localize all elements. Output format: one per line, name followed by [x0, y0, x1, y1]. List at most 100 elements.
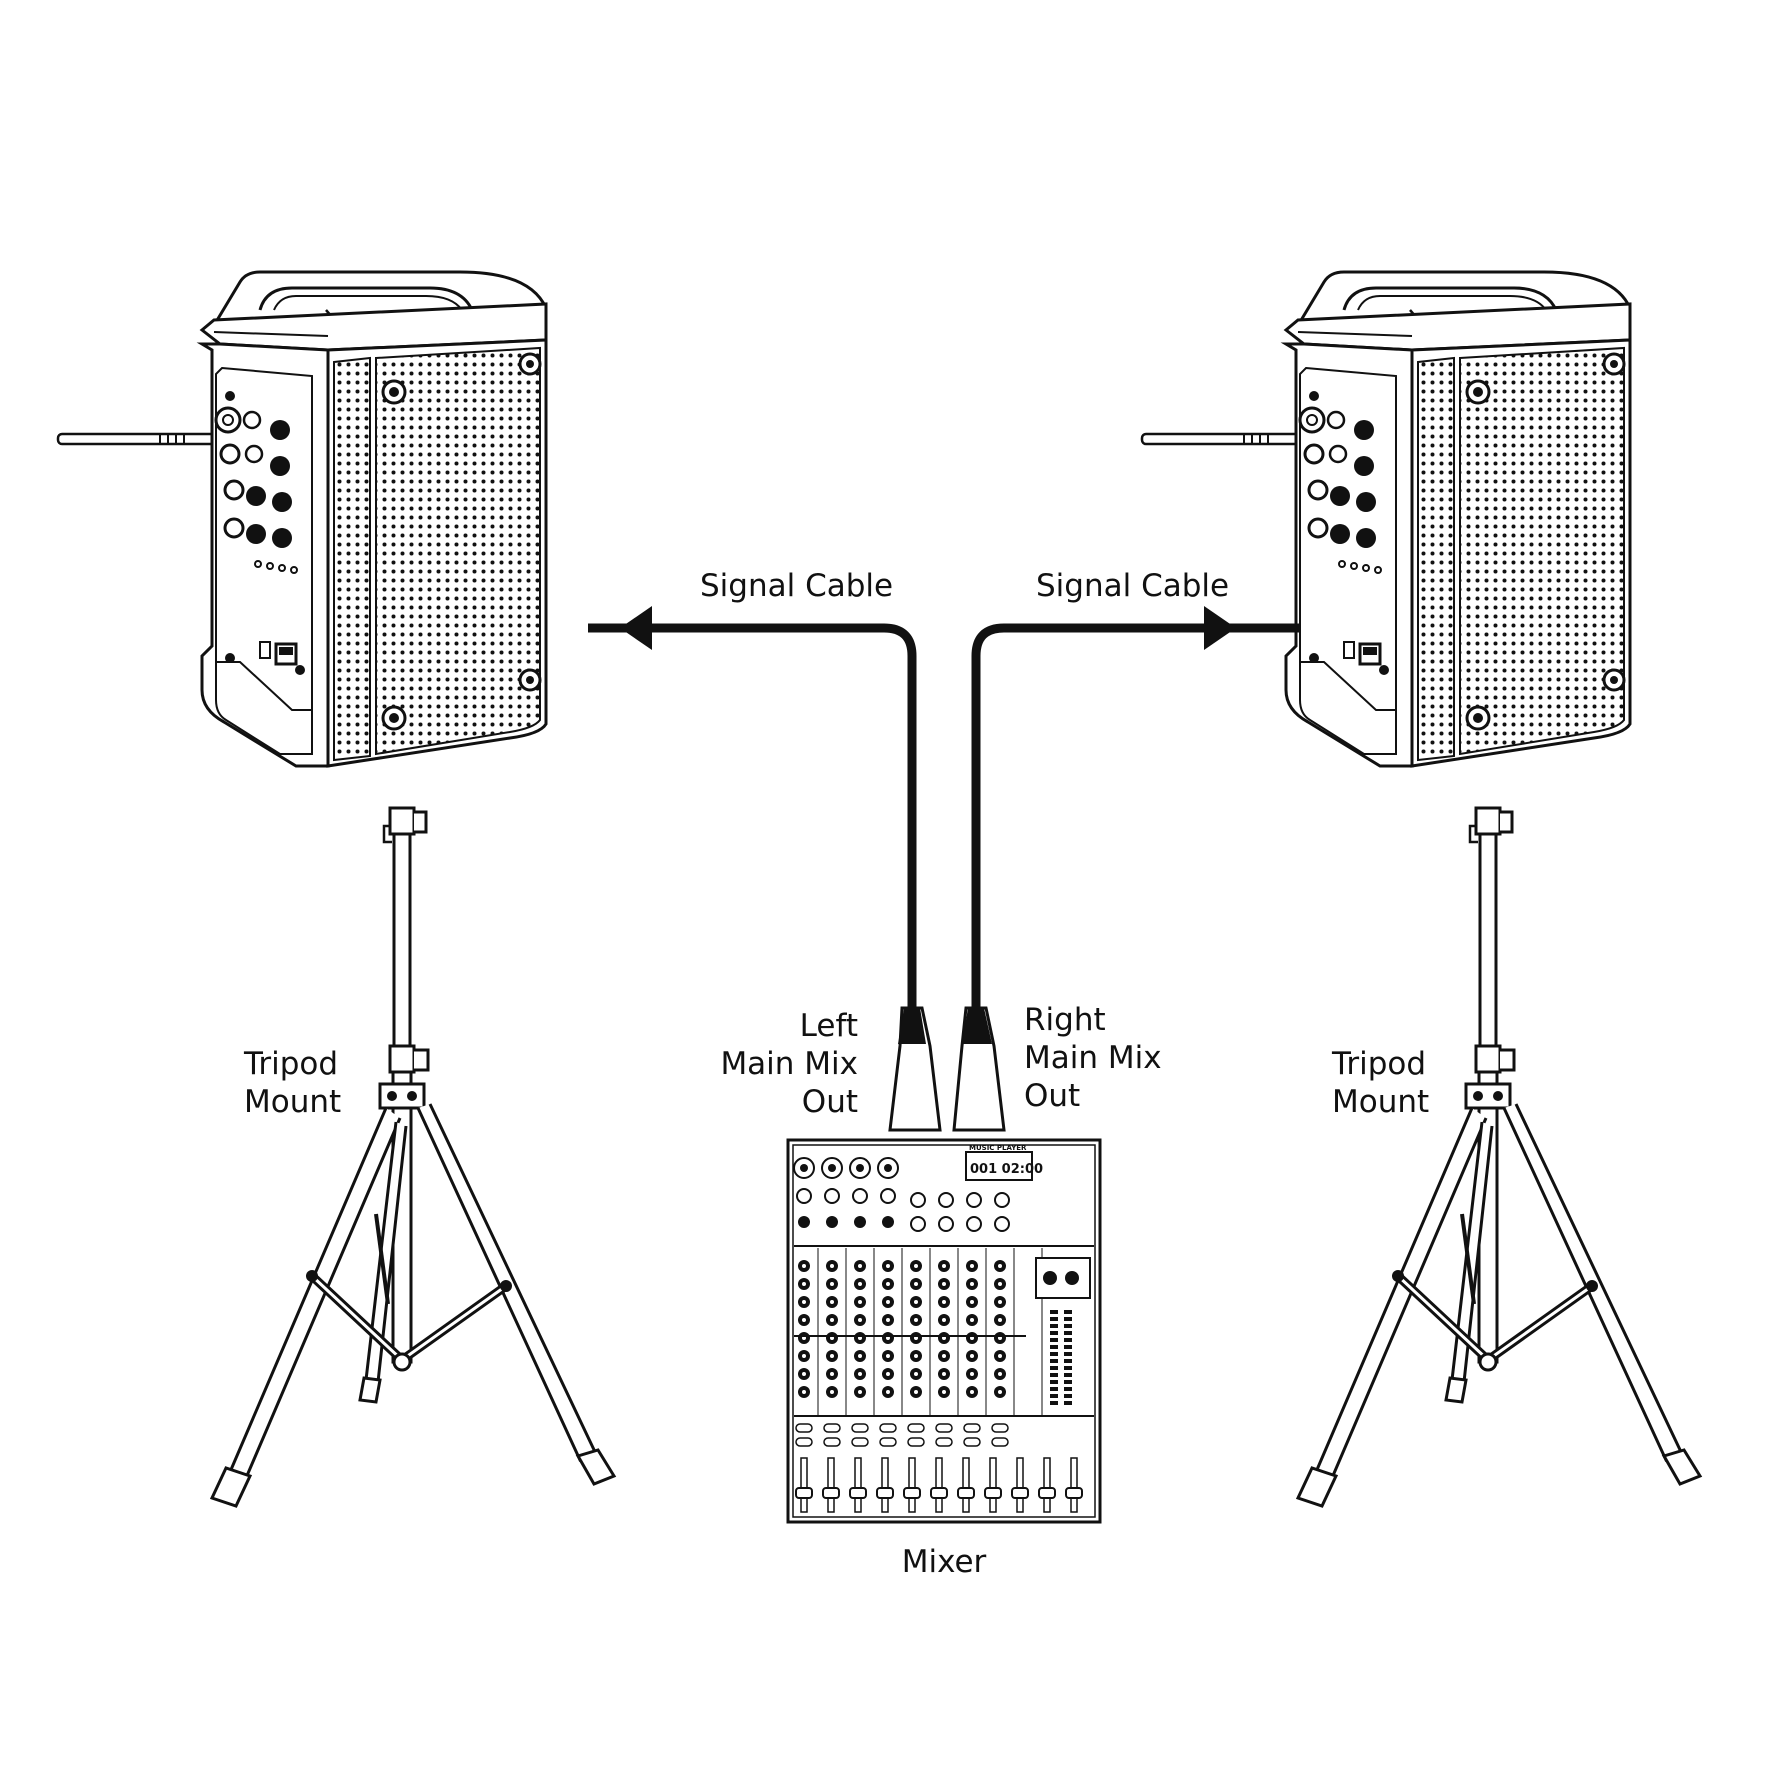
knob-indicator-icon — [998, 1318, 1002, 1322]
fader-cap-icon — [903, 1487, 921, 1499]
xlr-pin-icon — [800, 1164, 808, 1172]
level-meter-led — [1050, 1352, 1058, 1356]
level-meter-led — [1064, 1317, 1072, 1321]
signal-cable-left — [588, 606, 942, 1132]
signal-cable-right — [952, 606, 1300, 1132]
knob-indicator-icon — [858, 1264, 862, 1268]
level-meter-led — [1050, 1317, 1058, 1321]
master-knob-icon — [1043, 1271, 1057, 1285]
level-meter-led — [1064, 1359, 1072, 1363]
jack-input-icon — [966, 1192, 982, 1208]
level-meter-led — [1064, 1394, 1072, 1398]
knob-indicator-icon — [914, 1300, 918, 1304]
fader-cap-icon — [876, 1487, 894, 1499]
solo-button-icon — [963, 1437, 981, 1447]
knob-indicator-icon — [942, 1300, 946, 1304]
arrowhead-left-icon — [620, 606, 652, 650]
mute-button-icon — [907, 1423, 925, 1433]
knob-indicator-icon — [942, 1264, 946, 1268]
fader-track-icon — [935, 1457, 943, 1513]
knob-indicator-icon — [970, 1300, 974, 1304]
knob-indicator-icon — [942, 1318, 946, 1322]
level-meter-led — [1064, 1345, 1072, 1349]
knob-indicator-icon — [858, 1372, 862, 1376]
fader-track-icon — [800, 1457, 808, 1513]
knob-indicator-icon — [998, 1282, 1002, 1286]
knob-indicator-icon — [858, 1390, 862, 1394]
solo-button-icon — [907, 1437, 925, 1447]
knob-indicator-icon — [970, 1372, 974, 1376]
xlr-pin-icon — [828, 1164, 836, 1172]
knob-indicator-icon — [942, 1354, 946, 1358]
mixer-faders — [795, 1457, 1083, 1513]
right-out-line-2: Main Mix — [1024, 1040, 1162, 1076]
knob-indicator-icon — [998, 1372, 1002, 1376]
jack-input-icon — [994, 1216, 1010, 1232]
mute-button-icon — [823, 1423, 841, 1433]
mute-button-icon — [879, 1423, 897, 1433]
knob-indicator-icon — [802, 1318, 806, 1322]
level-meter-led — [1064, 1324, 1072, 1328]
fader-track-icon — [827, 1457, 835, 1513]
fader-track-icon — [881, 1457, 889, 1513]
master-knob-icon — [1065, 1271, 1079, 1285]
tripod-right — [1298, 808, 1700, 1506]
level-meter-led — [1050, 1373, 1058, 1377]
fader-track-icon — [1016, 1457, 1024, 1513]
tripod-mount-right-label: Tripod Mount — [1331, 1046, 1429, 1120]
speaker-right — [1284, 270, 1632, 768]
signal-cable-right-label: Signal Cable — [1036, 568, 1229, 604]
level-meter-led — [1064, 1380, 1072, 1384]
level-meter-led — [1064, 1338, 1072, 1342]
level-meter-led — [1050, 1324, 1058, 1328]
knob-indicator-icon — [914, 1282, 918, 1286]
knob-indicator-icon — [802, 1372, 806, 1376]
knob-indicator-icon — [970, 1282, 974, 1286]
left-out-line-3: Out — [802, 1084, 858, 1120]
arrowhead-right-icon — [1204, 606, 1236, 650]
knob-indicator-icon — [998, 1300, 1002, 1304]
knob-indicator-icon — [998, 1390, 1002, 1394]
level-meter-led — [1050, 1310, 1058, 1314]
left-out-line-2: Main Mix — [720, 1046, 858, 1082]
fader-cap-icon — [822, 1487, 840, 1499]
knob-indicator-icon — [942, 1282, 946, 1286]
xlr-pin-icon — [856, 1164, 864, 1172]
level-meter-led — [1064, 1331, 1072, 1335]
mute-button-icon — [795, 1423, 813, 1433]
tripod-mount-left-label: Tripod Mount — [243, 1046, 341, 1120]
fader-track-icon — [962, 1457, 970, 1513]
knob-indicator-icon — [970, 1354, 974, 1358]
level-meter-led — [1050, 1366, 1058, 1370]
signal-cable-left-label: Signal Cable — [700, 568, 893, 604]
jack-input-icon — [910, 1216, 926, 1232]
level-meter-led — [1050, 1359, 1058, 1363]
knob-indicator-icon — [802, 1282, 806, 1286]
knob-indicator-icon — [886, 1390, 890, 1394]
mute-button-icon — [935, 1423, 953, 1433]
fader-cap-icon — [1011, 1487, 1029, 1499]
knob-indicator-icon — [998, 1264, 1002, 1268]
mute-button-icon — [851, 1423, 869, 1433]
mixer-label: Mixer — [902, 1544, 987, 1580]
mixer: MUSIC PLAYER 001 02:00 — [786, 1138, 1102, 1524]
gain-knob-icon — [826, 1216, 838, 1228]
right-out-line-3: Out — [1024, 1078, 1080, 1114]
mixer-input-section — [793, 1157, 1094, 1247]
knob-indicator-icon — [802, 1354, 806, 1358]
knob-indicator-icon — [830, 1354, 834, 1358]
knob-indicator-icon — [886, 1264, 890, 1268]
knob-indicator-icon — [914, 1318, 918, 1322]
solo-button-icon — [795, 1437, 813, 1447]
knob-indicator-icon — [830, 1300, 834, 1304]
knob-indicator-icon — [886, 1318, 890, 1322]
knob-indicator-icon — [802, 1264, 806, 1268]
tripod-right-line-1: Tripod — [1331, 1046, 1426, 1082]
knob-indicator-icon — [970, 1318, 974, 1322]
solo-button-icon — [991, 1437, 1009, 1447]
solo-button-icon — [935, 1437, 953, 1447]
level-meter-led — [1050, 1331, 1058, 1335]
solo-button-icon — [823, 1437, 841, 1447]
antenna-right — [1140, 432, 1304, 446]
